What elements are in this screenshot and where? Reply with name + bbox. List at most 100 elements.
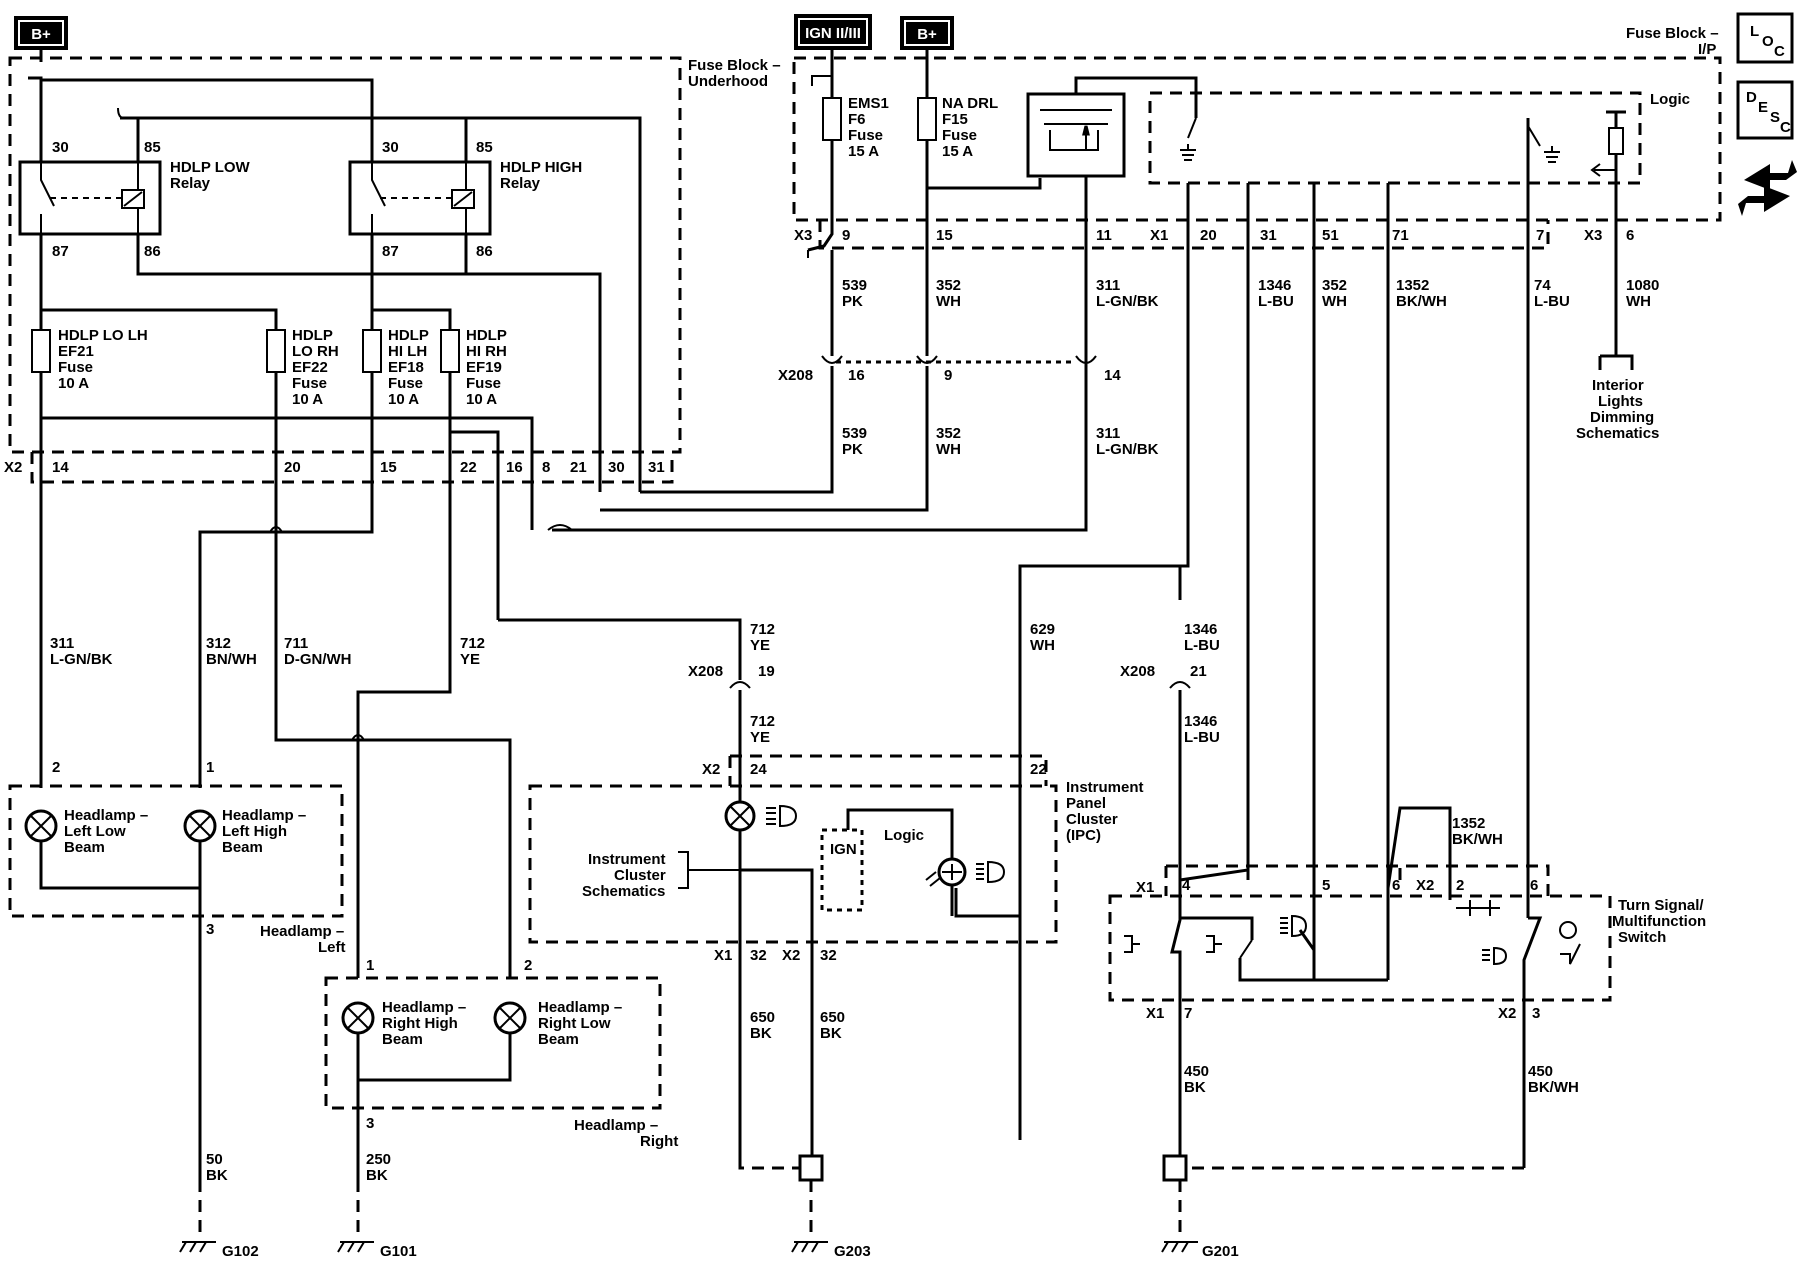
svg-text:Instrument: Instrument [588, 851, 666, 868]
svg-text:Beam: Beam [538, 1031, 579, 1048]
svg-text:21: 21 [1190, 663, 1207, 680]
svg-text:L-BU: L-BU [1258, 293, 1294, 310]
svg-text:C: C [1774, 43, 1785, 60]
svg-text:EF22: EF22 [292, 359, 328, 376]
svg-text:14: 14 [52, 459, 69, 476]
svg-text:1346: 1346 [1258, 277, 1291, 294]
svg-text:O: O [1762, 33, 1774, 50]
svg-text:22: 22 [1030, 761, 1047, 778]
svg-text:450: 450 [1528, 1063, 1553, 1080]
svg-text:Beam: Beam [222, 839, 263, 856]
svg-text:7: 7 [1536, 227, 1544, 244]
svg-text:E: E [1758, 99, 1768, 116]
location-icon[interactable]: L O C [1736, 12, 1794, 64]
svg-text:Switch: Switch [1618, 929, 1666, 946]
fuse-block-ip: Fuse Block – I/P Logic [792, 25, 1722, 250]
svg-text:X3: X3 [1584, 227, 1602, 244]
svg-text:WH: WH [936, 293, 961, 310]
svg-text:31: 31 [1260, 227, 1277, 244]
svg-text:G201: G201 [1202, 1243, 1239, 1260]
svg-text:Fuse: Fuse [942, 127, 977, 144]
svg-text:15 A: 15 A [848, 143, 879, 160]
svg-text:Schematics: Schematics [1576, 425, 1659, 442]
svg-text:Headlamp –: Headlamp – [260, 923, 344, 940]
svg-text:9: 9 [842, 227, 850, 244]
svg-text:Logic: Logic [884, 827, 924, 844]
svg-text:1346: 1346 [1184, 621, 1217, 638]
svg-text:IGN: IGN [830, 841, 857, 858]
svg-text:Fuse Block –: Fuse Block – [688, 57, 781, 74]
svg-text:711: 711 [284, 635, 308, 652]
svg-text:L: L [1750, 23, 1759, 40]
svg-text:X208: X208 [778, 367, 813, 384]
svg-text:Relay: Relay [500, 175, 541, 192]
svg-text:21: 21 [570, 459, 587, 476]
svg-text:Headlamp –: Headlamp – [382, 999, 466, 1016]
svg-text:15: 15 [380, 459, 397, 476]
svg-text:Fuse: Fuse [466, 375, 501, 392]
ip-connector-pins: X3 9 15 11 X1 20 31 51 71 7 X3 6 [794, 227, 1634, 244]
svg-text:1346: 1346 [1184, 713, 1217, 730]
fuse-f15 [917, 97, 937, 141]
svg-text:Relay: Relay [170, 175, 211, 192]
svg-text:X2: X2 [4, 459, 22, 476]
svg-text:G203: G203 [834, 1243, 871, 1260]
svg-text:WH: WH [1626, 293, 1651, 310]
svg-text:85: 85 [476, 139, 493, 156]
svg-text:22: 22 [460, 459, 477, 476]
svg-text:629: 629 [1030, 621, 1055, 638]
ground-g203: G203 [738, 1000, 871, 1260]
svg-text:7: 7 [1184, 1005, 1192, 1022]
svg-text:L-GN/BK: L-GN/BK [1096, 441, 1159, 458]
svg-text:250: 250 [366, 1151, 391, 1168]
svg-text:2: 2 [1456, 877, 1464, 894]
svg-text:Fuse: Fuse [58, 359, 93, 376]
svg-text:Headlamp –: Headlamp – [64, 807, 148, 824]
svg-text:Multifunction: Multifunction [1612, 913, 1706, 930]
svg-text:Instrument: Instrument [1066, 779, 1144, 796]
svg-text:X1: X1 [1136, 879, 1154, 896]
svg-text:11: 11 [1096, 227, 1112, 244]
svg-text:352: 352 [936, 425, 961, 442]
svg-text:30: 30 [608, 459, 625, 476]
description-icon[interactable]: D E S C [1736, 80, 1794, 140]
svg-text:BK: BK [366, 1167, 388, 1184]
svg-text:Headlamp –: Headlamp – [574, 1117, 658, 1134]
ign-label: IGN II/III [794, 14, 872, 50]
underhood-wiring [18, 50, 642, 620]
svg-text:Headlamp –: Headlamp – [222, 807, 306, 824]
svg-text:L-GN/BK: L-GN/BK [1096, 293, 1159, 310]
svg-text:86: 86 [144, 243, 161, 260]
svg-text:352: 352 [1322, 277, 1347, 294]
svg-text:WH: WH [1030, 637, 1055, 654]
x208-connectors-mid: X208 19 X208 21 712 YE 1346 L-BU [688, 663, 1220, 746]
svg-text:G101: G101 [380, 1243, 417, 1260]
svg-text:650: 650 [750, 1009, 775, 1026]
svg-text:BK/WH: BK/WH [1452, 831, 1503, 848]
svg-text:L-BU: L-BU [1184, 729, 1220, 746]
svg-text:HDLP: HDLP [466, 327, 507, 344]
svg-text:20: 20 [284, 459, 301, 476]
svg-text:Underhood: Underhood [688, 73, 768, 90]
svg-text:NA DRL: NA DRL [942, 95, 998, 112]
relay-labels: 30 85 HDLP LOW Relay 87 86 30 85 HDLP HI… [52, 139, 582, 260]
svg-text:311: 311 [1096, 277, 1120, 294]
svg-text:HDLP LO LH: HDLP LO LH [58, 327, 148, 344]
svg-text:HI RH: HI RH [466, 343, 507, 360]
svg-text:Fuse Block –: Fuse Block – [1626, 25, 1719, 42]
navigation-arrows-icon[interactable] [1738, 160, 1797, 216]
svg-text:32: 32 [750, 947, 767, 964]
svg-text:BK: BK [750, 1025, 772, 1042]
svg-text:10 A: 10 A [388, 391, 419, 408]
ground-g201: G201 [1161, 1154, 1524, 1260]
svg-text:14: 14 [1104, 367, 1121, 384]
svg-text:D-GN/WH: D-GN/WH [284, 651, 352, 668]
wire-labels-mid: 311 L-GN/BK 312 BN/WH 711 D-GN/WH 712 YE… [50, 621, 1220, 668]
svg-text:87: 87 [382, 243, 399, 260]
svg-text:2: 2 [52, 759, 60, 776]
svg-text:HI LH: HI LH [388, 343, 427, 360]
svg-text:15 A: 15 A [942, 143, 973, 160]
svg-text:Logic: Logic [1650, 91, 1690, 108]
svg-text:X2: X2 [1416, 877, 1434, 894]
